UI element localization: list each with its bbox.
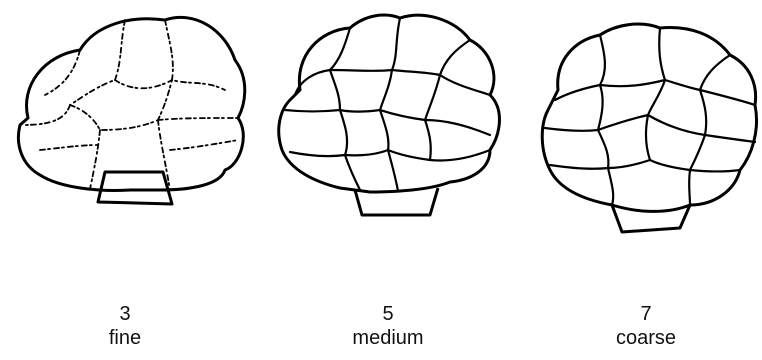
fine-texture-drawing: [18, 17, 244, 204]
medium-number: 5: [328, 302, 448, 326]
medium-label: 5 medium: [328, 302, 448, 350]
coarse-label: 7 coarse: [586, 302, 706, 350]
fine-number: 3: [65, 302, 185, 326]
coarse-number: 7: [586, 302, 706, 326]
medium-texture-drawing: [279, 15, 500, 215]
fine-label: 3 fine: [65, 302, 185, 350]
coarse-text: coarse: [586, 326, 706, 350]
medium-text: medium: [328, 326, 448, 350]
coarse-texture-drawing: [542, 24, 756, 232]
fine-text: fine: [65, 326, 185, 350]
